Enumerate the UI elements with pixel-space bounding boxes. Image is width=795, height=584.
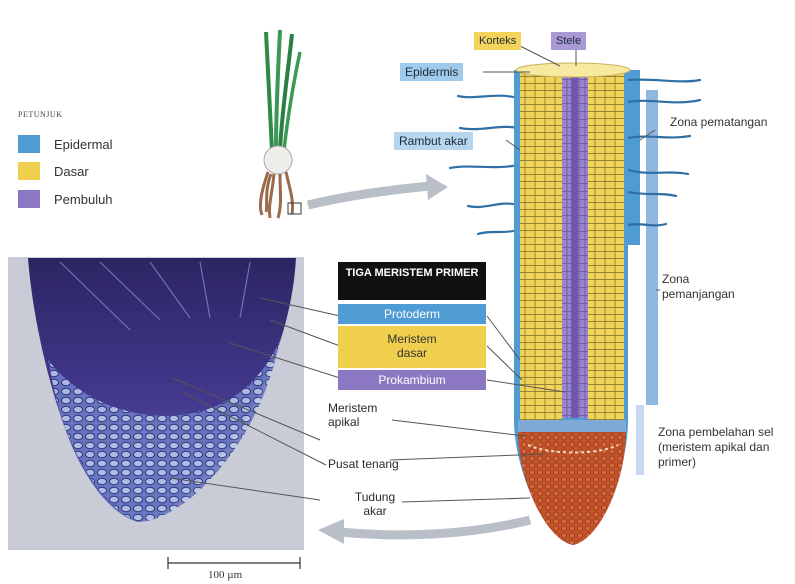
meristem-dasar: Meristem dasar (338, 326, 486, 368)
legend-swatch-pembuluh (18, 190, 40, 208)
root-cortex-left (520, 72, 562, 422)
meristem-prokambium: Prokambium (338, 370, 486, 390)
root-cap (518, 432, 626, 545)
return-arrow-head (318, 519, 344, 544)
root-cortex-right (588, 72, 624, 422)
root-cross-section (514, 63, 630, 545)
zoom-arrow (308, 186, 430, 205)
label-pusat-tenang: Pusat tenang (328, 457, 399, 471)
legend-item-pembuluh: Pembuluh (18, 190, 178, 210)
legend-swatch-dasar (18, 162, 40, 180)
label-zona-pematangan: Zona pematangan (670, 115, 770, 130)
return-arrow (340, 520, 530, 535)
root-top-cap (516, 63, 630, 77)
label-zona-pemanjangan: Zona pemanjangan (662, 272, 762, 302)
legend-item-dasar: Dasar (18, 162, 178, 182)
label-korteks: Korteks (474, 32, 521, 50)
label-stele: Stele (551, 32, 586, 50)
zoom-arrow-head (426, 174, 448, 200)
label-epidermis: Epidermis (400, 63, 463, 81)
zone-bar-pematangan (628, 70, 640, 245)
legend-label-pembuluh: Pembuluh (54, 192, 113, 207)
label-rambut-akar: Rambut akar (394, 132, 473, 150)
label-zona-pembelahan: Zona pembelahan sel (meristem apikal dan… (658, 425, 793, 470)
onion-plant-illustration (260, 30, 301, 218)
zone-bar-pembelahan (636, 405, 644, 475)
legend-swatch-epidermal (18, 135, 40, 153)
meristem-title: TIGA MERISTEM PRIMER (338, 262, 486, 300)
legend-title: PETUNJUK (18, 110, 62, 119)
scale-bar (168, 557, 300, 569)
legend-label-dasar: Dasar (54, 164, 89, 179)
label-meristem-apikal: Meristem apikal (328, 401, 398, 429)
meristem-protoderm: Protoderm (338, 304, 486, 324)
scale-bar-label: 100 µm (208, 569, 242, 581)
label-tudung-akar: Tudung akar (350, 490, 400, 518)
legend-label-epidermal: Epidermal (54, 137, 113, 152)
legend-item-epidermal: Epidermal (18, 135, 178, 155)
